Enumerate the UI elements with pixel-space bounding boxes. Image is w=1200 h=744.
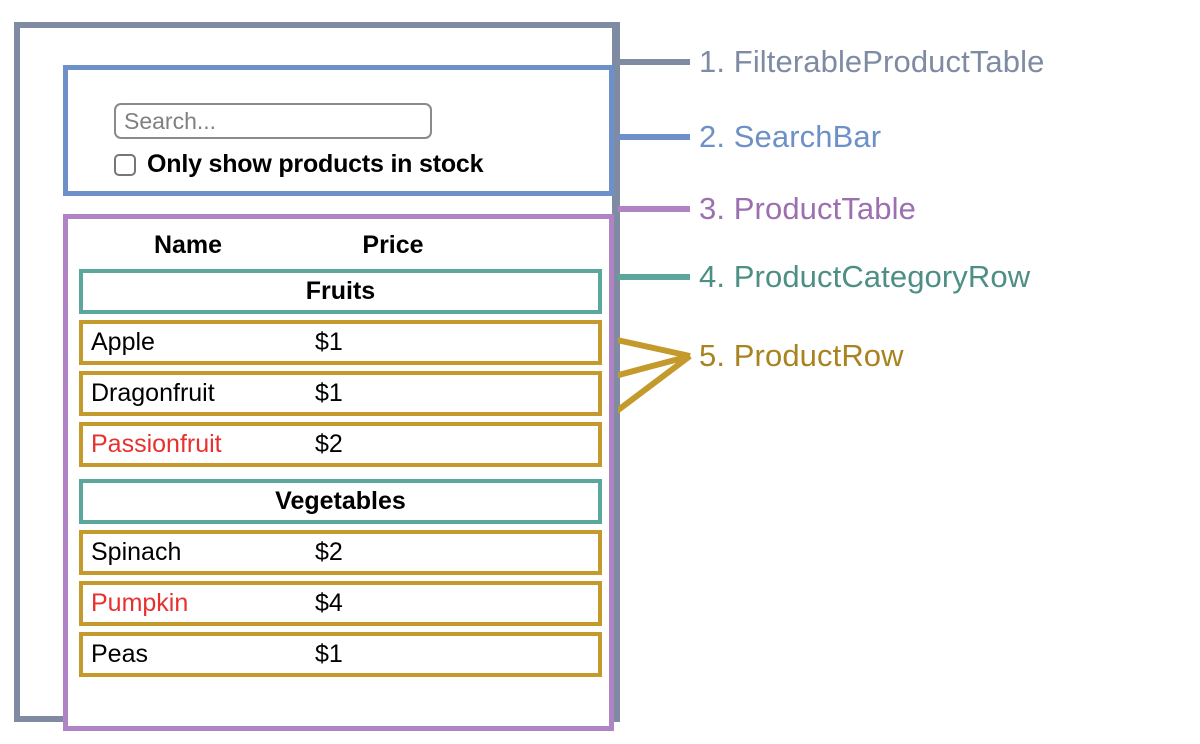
legend-number: 4.: [699, 259, 726, 294]
product-price: $1: [315, 640, 343, 668]
product-row: Passionfruit $2: [79, 422, 602, 467]
in-stock-checkbox-label: Only show products in stock: [147, 150, 484, 178]
column-header-price: Price: [362, 231, 424, 259]
product-price: $4: [315, 589, 343, 617]
product-name: Pumpkin: [91, 589, 189, 617]
product-row: Dragonfruit $1: [79, 371, 602, 416]
filterable-product-table-frame: Only show products in stock Name Price F…: [14, 22, 618, 731]
product-name: Spinach: [91, 538, 182, 566]
product-category-row: Fruits: [79, 269, 602, 314]
product-name: Apple: [91, 328, 155, 356]
product-price: $2: [315, 538, 343, 566]
product-name: Passionfruit: [91, 430, 222, 458]
legend-number: 2.: [699, 119, 726, 154]
product-table-frame: Name Price Fruits Apple $1 Dragonfruit $…: [63, 214, 614, 731]
legend-item-filterable-product-table: 1. FilterableProductTable: [699, 44, 1044, 80]
table-header-row: Name Price: [68, 225, 609, 265]
legend-number: 1.: [699, 44, 726, 79]
legend-item-search-bar: 2. SearchBar: [699, 119, 881, 155]
legend-item-product-category-row: 4. ProductCategoryRow: [699, 259, 1030, 295]
product-category-row: Vegetables: [79, 479, 602, 524]
search-bar-frame: Only show products in stock: [63, 65, 614, 196]
product-row: Pumpkin $4: [79, 581, 602, 626]
column-header-name: Name: [153, 231, 223, 259]
legend-number: 3.: [699, 191, 726, 226]
product-price: $1: [315, 328, 343, 356]
legend-item-product-table: 3. ProductTable: [699, 191, 916, 227]
product-row: Spinach $2: [79, 530, 602, 575]
in-stock-checkbox[interactable]: [114, 153, 136, 176]
product-category-label: Fruits: [305, 277, 376, 305]
search-input[interactable]: [114, 103, 432, 139]
legend-number: 5.: [699, 338, 726, 373]
product-category-label: Vegetables: [275, 487, 406, 515]
product-rows-container: Fruits Apple $1 Dragonfruit $1 Passionfr…: [79, 269, 602, 683]
product-name: Peas: [91, 640, 148, 668]
product-price: $1: [315, 379, 343, 407]
legend-name: ProductCategoryRow: [733, 259, 1031, 294]
product-name: Dragonfruit: [91, 379, 215, 407]
legend-item-product-row: 5. ProductRow: [699, 338, 904, 374]
legend-name: SearchBar: [733, 119, 882, 154]
legend-name: FilterableProductTable: [733, 44, 1045, 79]
legend-name: ProductTable: [733, 191, 916, 226]
legend-name: ProductRow: [733, 338, 904, 373]
product-row: Apple $1: [79, 320, 602, 365]
product-row: Peas $1: [79, 632, 602, 677]
product-price: $2: [315, 430, 343, 458]
in-stock-filter-row[interactable]: Only show products in stock: [114, 150, 484, 179]
